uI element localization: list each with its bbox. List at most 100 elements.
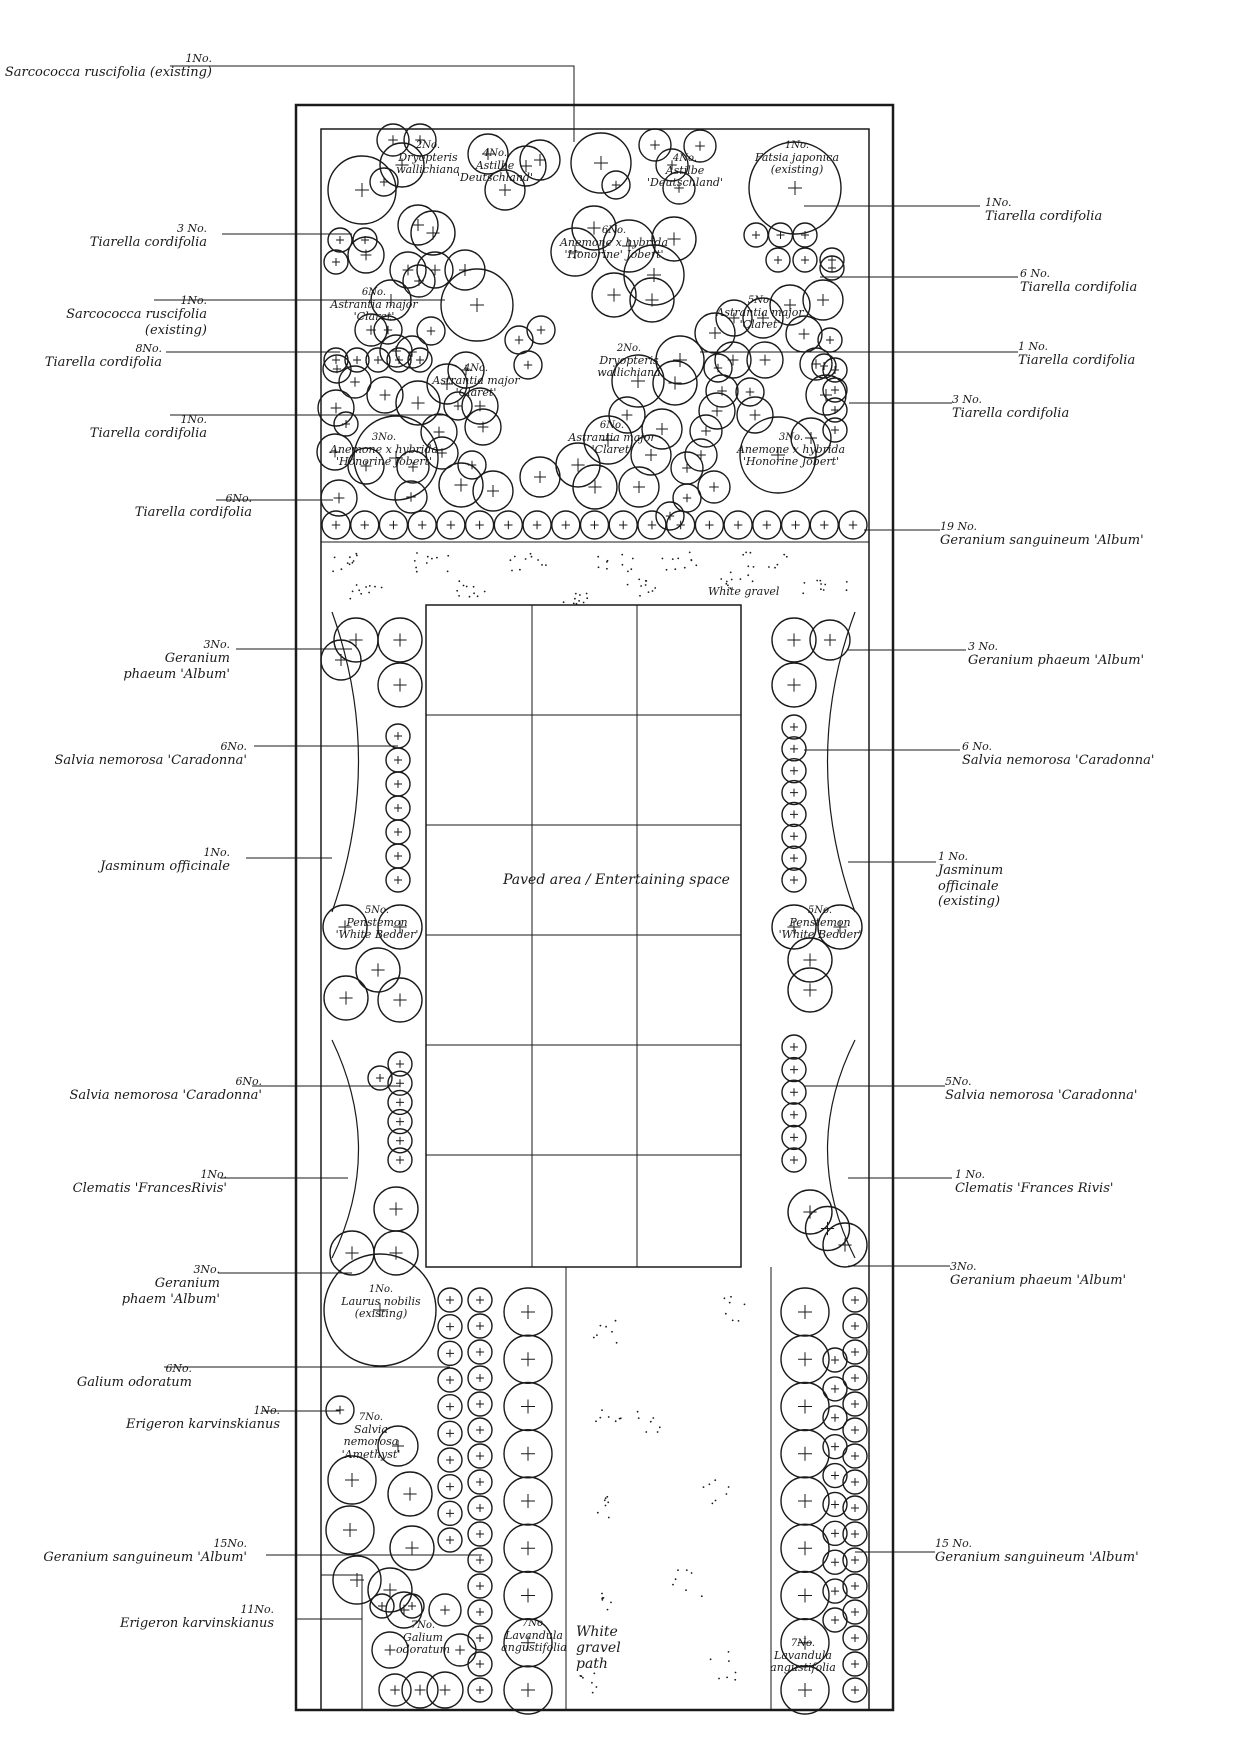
gravel-speck bbox=[601, 1597, 604, 1599]
plant-symbol bbox=[344, 347, 370, 373]
plant-symbol bbox=[338, 365, 372, 399]
gravel-speck bbox=[374, 585, 376, 588]
gravel-speck bbox=[586, 597, 589, 600]
plant-symbol bbox=[437, 1393, 463, 1420]
plant-symbol bbox=[705, 374, 739, 408]
plant-symbol bbox=[437, 1420, 463, 1447]
gravel-speck bbox=[724, 1312, 727, 1315]
plant-symbol bbox=[420, 413, 458, 451]
plant-symbol bbox=[752, 510, 782, 540]
gravel-speck bbox=[605, 1325, 607, 1328]
gravel-speck bbox=[651, 590, 654, 592]
callout-left: 3No.Geranium phaeum 'Album' bbox=[123, 638, 230, 682]
plant-symbol bbox=[780, 1523, 830, 1573]
gravel-speck bbox=[607, 1516, 610, 1519]
plant-symbol bbox=[780, 1476, 830, 1526]
plant-symbol bbox=[694, 312, 736, 354]
plant-symbol bbox=[842, 1495, 868, 1521]
gravel-speck bbox=[436, 556, 438, 559]
gravel-speck bbox=[541, 564, 543, 566]
plant-symbol bbox=[819, 247, 845, 273]
plant-symbol bbox=[394, 480, 428, 514]
gravel-speck bbox=[649, 1420, 652, 1423]
plant-symbol bbox=[781, 736, 807, 762]
plant-symbol bbox=[781, 1147, 807, 1173]
gravel-speck bbox=[596, 1334, 598, 1336]
plant-symbol bbox=[550, 227, 600, 277]
plant-symbol bbox=[493, 510, 524, 540]
plant-symbol bbox=[467, 1313, 493, 1339]
plant-symbol bbox=[373, 1186, 419, 1232]
gravel-speck bbox=[700, 1595, 703, 1598]
plant-symbol bbox=[641, 408, 683, 450]
plant-symbol bbox=[350, 510, 380, 540]
plant-symbol bbox=[437, 1447, 463, 1473]
gravel-speck bbox=[639, 594, 641, 597]
gravel-speck bbox=[652, 1417, 655, 1419]
gravel-speck bbox=[380, 586, 383, 589]
gravel-speck bbox=[737, 1320, 740, 1322]
gravel-speck bbox=[845, 581, 848, 583]
plant-symbol bbox=[822, 1376, 848, 1402]
gravel-speck bbox=[582, 601, 585, 604]
plant-symbol bbox=[838, 510, 868, 540]
plant-symbol bbox=[401, 1671, 439, 1709]
plant-symbol bbox=[373, 315, 403, 345]
plant-symbol bbox=[618, 466, 660, 508]
gravel-speck bbox=[346, 562, 349, 564]
plant-symbol bbox=[355, 947, 401, 993]
callout-right: 3 No.Tiarella cordifolia bbox=[952, 393, 1070, 422]
plant-symbol bbox=[426, 1671, 464, 1709]
bed-label: 7No.Galium odoratum bbox=[395, 1620, 451, 1657]
bed-label: 3No.Anemone x hybrida 'Honorine Jobert' bbox=[329, 432, 439, 469]
paving-grid bbox=[426, 605, 741, 1267]
plant-symbol bbox=[583, 415, 633, 465]
plant-symbol bbox=[802, 279, 844, 321]
plant-symbol bbox=[665, 510, 696, 540]
plant-symbol bbox=[769, 284, 811, 326]
callout-left: 3No.Geranium phaem 'Album' bbox=[121, 1263, 220, 1307]
plant-symbol bbox=[503, 1334, 553, 1384]
gravel-speck bbox=[606, 559, 609, 562]
plant-symbol bbox=[323, 975, 369, 1021]
gravel-speck bbox=[579, 594, 581, 596]
gravel-speck bbox=[607, 1416, 610, 1418]
plant-symbol bbox=[322, 904, 368, 950]
plant-symbol bbox=[416, 316, 446, 346]
callout-left: 1No.Tiarella cordifolia bbox=[89, 413, 207, 442]
gravel-speck bbox=[768, 566, 770, 568]
plant-symbol bbox=[387, 1051, 413, 1077]
paved-area bbox=[425, 604, 742, 1268]
gravel-speck bbox=[614, 1319, 617, 1322]
bed-label: 4No.Astilbe 'Deutschland' bbox=[647, 153, 723, 190]
plant-symbol bbox=[467, 1391, 493, 1417]
plant-symbol bbox=[472, 470, 514, 512]
plant-symbol bbox=[684, 438, 718, 472]
callout-left: 11No.Erigeron karvinskianus bbox=[119, 1603, 274, 1632]
plant-symbol bbox=[822, 1578, 848, 1604]
plant-symbol bbox=[842, 1365, 868, 1391]
plant-symbol bbox=[437, 1367, 463, 1393]
gravel-speck bbox=[751, 580, 754, 583]
callout-left: 8No.Tiarella cordifolia bbox=[44, 342, 162, 371]
plant-symbol bbox=[780, 1381, 830, 1432]
gravel-speck bbox=[631, 557, 634, 560]
gravel-speck bbox=[626, 583, 629, 586]
gravel-speck bbox=[708, 1483, 711, 1486]
gravel-speck bbox=[456, 589, 459, 592]
plant-symbol bbox=[503, 1429, 553, 1479]
plant-symbol bbox=[513, 350, 543, 380]
gravel-speck bbox=[415, 566, 417, 569]
gravel-speck bbox=[726, 1676, 728, 1679]
plant-symbol bbox=[842, 1313, 868, 1339]
plant-symbol bbox=[352, 227, 378, 253]
gravel-speck bbox=[820, 583, 822, 585]
gravel-speck bbox=[473, 592, 475, 595]
plant-symbol bbox=[781, 758, 807, 784]
gravel-speck bbox=[614, 1420, 617, 1423]
plant-symbol bbox=[385, 747, 411, 773]
plant-symbol bbox=[385, 843, 411, 869]
gravel-speck bbox=[630, 568, 633, 571]
bed-label: 2No.Dryopteris wallichiana bbox=[597, 343, 661, 380]
gravel-speck bbox=[729, 571, 732, 574]
